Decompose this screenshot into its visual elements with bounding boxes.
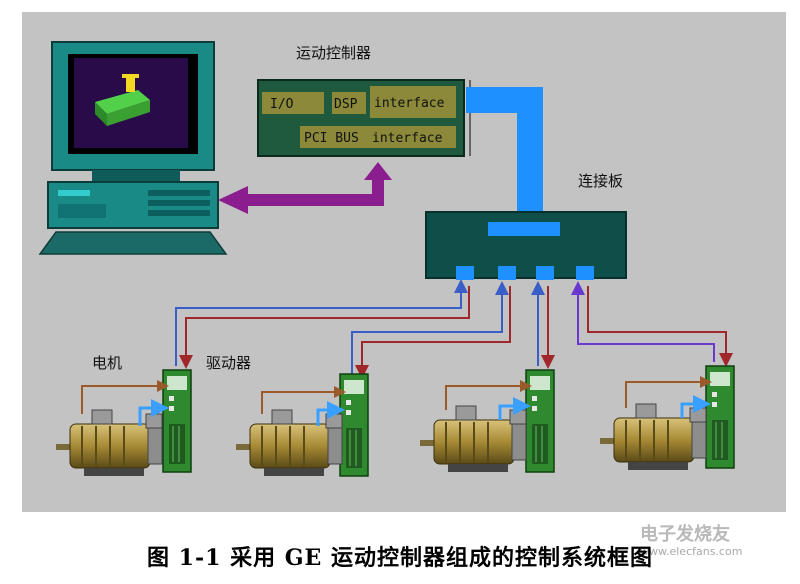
motor-2-encoder-line xyxy=(316,401,345,426)
driver-1 xyxy=(162,369,192,473)
motor-1-encoder-line xyxy=(138,399,169,426)
card-interface-chip xyxy=(370,86,456,118)
watermark-text: 电子发烧友 xyxy=(640,524,730,545)
motor-3 xyxy=(419,405,527,473)
axis-1 xyxy=(55,369,192,477)
label-motor: 电机 xyxy=(92,354,122,372)
svg-text:PCI BUS: PCI BUS xyxy=(304,131,359,146)
svg-text:interface: interface xyxy=(372,131,443,146)
label-motion-controller: 运动控制器 xyxy=(296,44,371,62)
connection-board xyxy=(425,211,627,280)
board-port-3 xyxy=(536,266,554,280)
wire-axis2-command xyxy=(355,286,511,379)
axis-2 xyxy=(235,373,369,477)
motor-4 xyxy=(599,403,707,471)
svg-text:interface: interface xyxy=(374,96,445,111)
board-port-4 xyxy=(576,266,594,280)
pci-arrowhead-left xyxy=(218,186,248,214)
motor-3-power-line xyxy=(445,380,532,410)
wire-axis4-command xyxy=(587,286,733,367)
figure-caption: 图 1-1 采用 GE 运动控制器组成的控制系统框图 xyxy=(147,545,653,571)
interface-cable xyxy=(466,87,543,226)
motor-4-power-line xyxy=(625,376,712,408)
board-port-2 xyxy=(498,266,516,280)
pci-arrowhead-up xyxy=(364,162,392,180)
cad-part-top xyxy=(95,90,150,114)
driver-4 xyxy=(705,365,735,469)
motor-3-encoder-line xyxy=(498,397,531,420)
wire-axis1-feedback xyxy=(175,279,468,366)
motor-1 xyxy=(55,409,163,477)
card-pci-bus-chip xyxy=(300,126,456,148)
wire-axis1-command xyxy=(179,286,470,369)
motor-1-power-line xyxy=(81,380,169,414)
wire-axis4-feedback xyxy=(571,281,715,362)
driver-2 xyxy=(339,373,369,477)
card-io-chip xyxy=(262,92,324,114)
driver-3 xyxy=(525,369,555,473)
watermark-url: www.elecfans.com xyxy=(640,545,743,558)
motor-4-encoder-line xyxy=(680,395,711,418)
motor-2-power-line xyxy=(261,386,346,414)
monitor-stand xyxy=(92,170,180,182)
axis-4 xyxy=(599,365,735,471)
motor-2 xyxy=(235,409,343,477)
wire-axis2-feedback xyxy=(351,281,509,376)
board-port-1 xyxy=(456,266,474,280)
keyboard xyxy=(38,231,228,255)
signal-wires xyxy=(175,279,733,379)
svg-text:I/O: I/O xyxy=(270,97,294,112)
axis-3 xyxy=(419,369,555,473)
computer xyxy=(38,41,228,255)
svg-text:DSP: DSP xyxy=(334,97,358,112)
pci-bus-arrow xyxy=(218,162,392,214)
card-dsp-chip xyxy=(332,92,366,114)
label-connection-board: 连接板 xyxy=(578,172,623,190)
motion-controller-card: I/O DSP interface PCI BUS interface xyxy=(257,79,471,157)
label-driver: 驱动器 xyxy=(206,354,251,372)
cad-tool-icon xyxy=(126,74,135,92)
